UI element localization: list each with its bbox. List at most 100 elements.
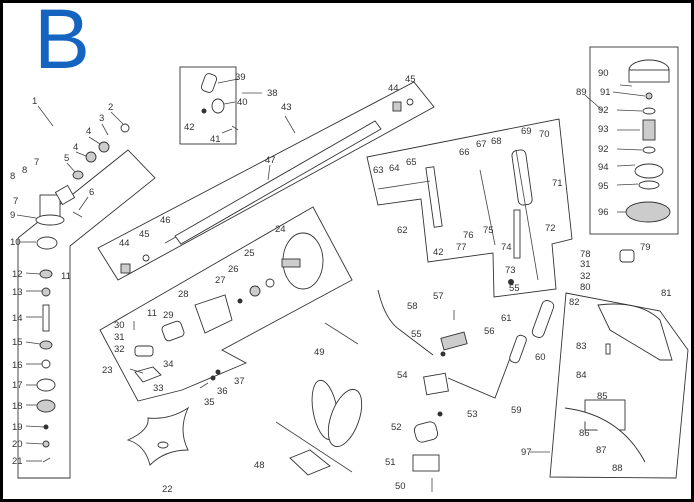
part-label-89: 89 <box>576 87 587 98</box>
part-label-88: 88 <box>612 463 623 474</box>
drum-shaft <box>281 258 301 268</box>
grip-60 <box>509 334 527 364</box>
bearing-15 <box>39 340 53 350</box>
trimmer-head-group-box <box>589 46 679 235</box>
part-label-67: 67 <box>476 139 487 150</box>
section-letter: B <box>34 3 91 86</box>
harness-loop-b <box>327 388 363 448</box>
part-label-36: 36 <box>217 386 228 397</box>
bolt-35 <box>199 382 209 389</box>
part-label-59: 59 <box>511 405 522 416</box>
nut-53 <box>437 411 443 417</box>
part-label-79: 79 <box>640 242 651 253</box>
head-cap-body <box>628 69 670 83</box>
part-label-51: 51 <box>385 457 396 468</box>
part-label-24: 24 <box>275 224 286 235</box>
part-label-6: 6 <box>89 187 94 198</box>
part-label-81: 81 <box>661 288 672 299</box>
bracket-33 <box>134 366 162 383</box>
bolt-6 <box>72 211 83 218</box>
handle-bar-59 <box>447 344 516 399</box>
gearbox-neck <box>54 184 76 206</box>
wrench-49 <box>324 322 359 345</box>
part-label-62: 62 <box>397 225 408 236</box>
bushing-45-top <box>406 98 414 106</box>
part-label-78: 78 <box>580 249 591 260</box>
spool-94 <box>634 163 664 179</box>
part-label-1: 1 <box>32 96 37 107</box>
shaft-group-box <box>97 81 435 281</box>
part-label-17: 17 <box>12 380 23 391</box>
clamp-34 <box>134 345 154 357</box>
part-label-27: 27 <box>215 275 226 286</box>
part-label-19: 19 <box>12 422 23 433</box>
part-labels: 1234456778891011121314151617181920212223… <box>10 68 672 495</box>
base-96 <box>625 201 671 223</box>
part-label-31a: 31 <box>114 332 125 343</box>
part-label-48: 48 <box>254 460 265 471</box>
nut-55 <box>440 351 446 357</box>
circlip-2 <box>120 123 130 133</box>
part-label-46: 46 <box>160 215 171 226</box>
part-label-4a: 4 <box>86 126 91 137</box>
part-label-87: 87 <box>596 445 607 456</box>
diagram-frame: B <box>3 3 691 499</box>
part-label-25: 25 <box>244 248 255 259</box>
part-label-72: 72 <box>545 223 556 234</box>
part-label-77: 77 <box>456 242 467 253</box>
part-label-21: 21 <box>12 456 23 467</box>
bearing-12 <box>39 269 53 279</box>
clutch-housing-28 <box>194 294 233 334</box>
clamp-39 <box>200 73 218 93</box>
grip-61 <box>531 300 555 338</box>
pin-83 <box>605 343 611 355</box>
sleeve-29 <box>161 320 185 342</box>
part-label-74: 74 <box>501 242 512 253</box>
part-label-15: 15 <box>12 337 23 348</box>
part-label-23: 23 <box>102 365 113 376</box>
circlip-16 <box>41 359 51 369</box>
harness-bar <box>275 421 353 473</box>
part-label-16: 16 <box>12 360 23 371</box>
blade-hole <box>157 441 169 449</box>
part-label-96: 96 <box>598 207 609 218</box>
gear-head-group-box <box>17 149 156 479</box>
guard-82 <box>597 303 673 361</box>
part-label-94: 94 <box>598 162 609 173</box>
part-label-83: 83 <box>576 341 587 352</box>
part-label-66: 66 <box>459 147 470 158</box>
part-label-2: 2 <box>108 102 113 113</box>
part-label-4b: 4 <box>73 142 78 153</box>
part-label-53: 53 <box>467 409 478 420</box>
bearing-26 <box>249 285 261 297</box>
part-label-76: 76 <box>463 230 474 241</box>
part-label-80: 80 <box>580 282 591 293</box>
handle-bar-58 <box>377 289 434 356</box>
spool-95 <box>638 180 660 190</box>
group-boxes <box>17 46 689 479</box>
parts <box>35 59 673 492</box>
part-label-90: 90 <box>598 68 609 79</box>
bolt-41 <box>231 125 239 131</box>
washer-36 <box>210 375 216 381</box>
part-label-95: 95 <box>598 181 609 192</box>
part-label-7a: 7 <box>34 157 39 168</box>
part-label-49: 49 <box>314 347 325 358</box>
rod-65 <box>377 180 431 190</box>
shaft-tube-47 <box>174 120 382 245</box>
part-label-42b: 42 <box>433 247 444 258</box>
part-label-31b: 31 <box>580 259 591 270</box>
part-label-26: 26 <box>228 264 239 275</box>
part-label-33: 33 <box>153 383 164 394</box>
circlip-25 <box>265 278 275 288</box>
leader-lines <box>16 78 646 462</box>
part-label-69: 69 <box>521 126 532 137</box>
part-label-84: 84 <box>576 370 587 381</box>
bearing-4b <box>85 151 97 163</box>
holder-17 <box>36 378 56 392</box>
part-label-54: 54 <box>397 370 408 381</box>
bushing-45 <box>142 254 150 262</box>
throttle-group-box <box>366 118 573 298</box>
part-label-70: 70 <box>539 129 550 140</box>
part-label-34: 34 <box>163 359 174 370</box>
